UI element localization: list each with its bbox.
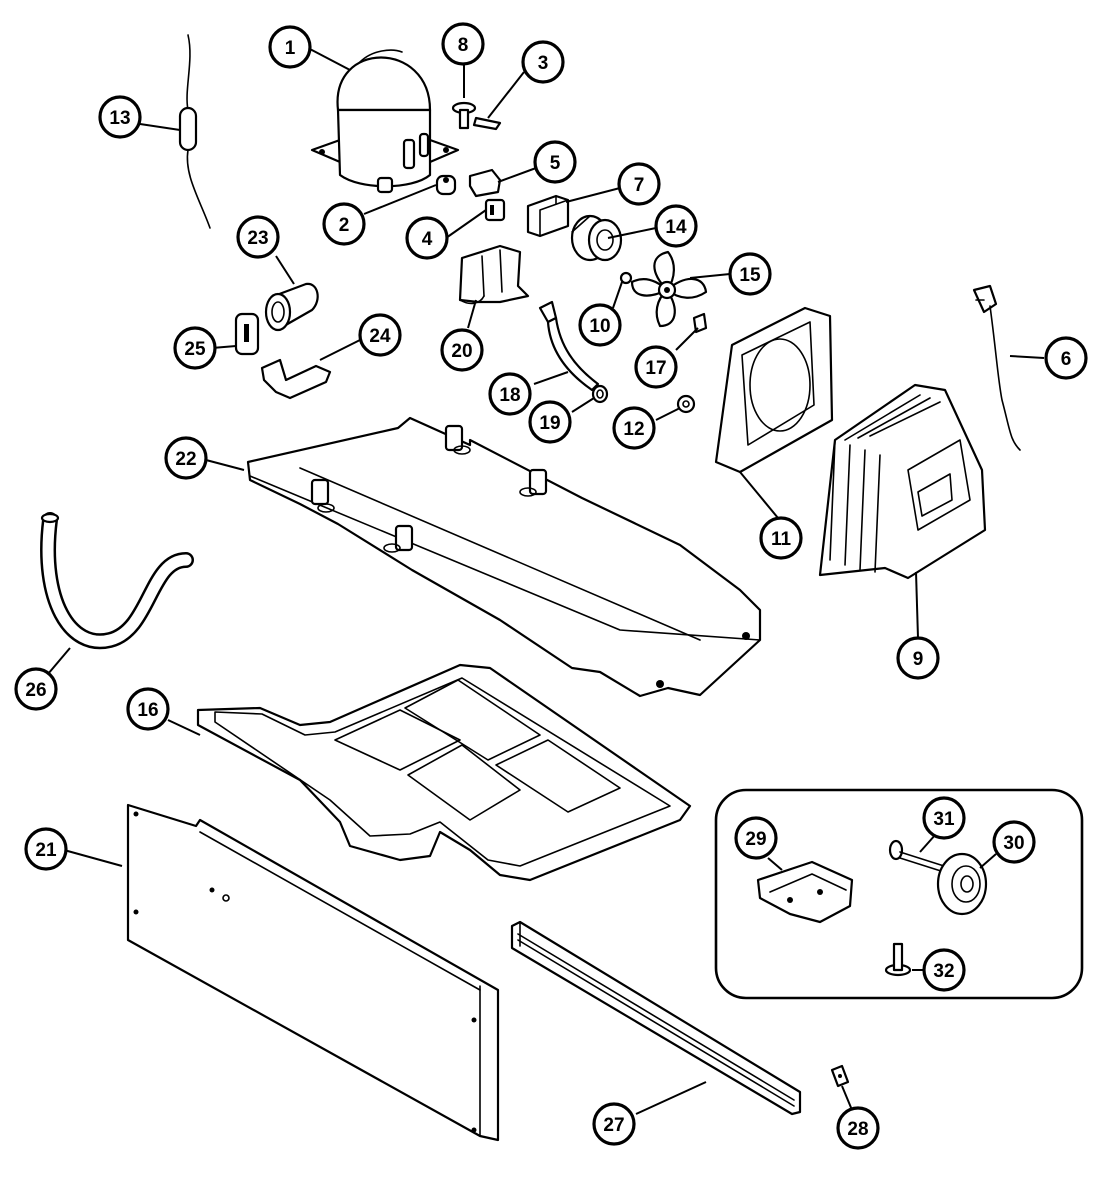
part-drawing-27	[510, 920, 802, 1116]
callout-label-16: 16	[137, 700, 158, 721]
callout-29: 29	[734, 816, 778, 860]
callout-label-27: 27	[603, 1115, 624, 1136]
callout-28: 28	[836, 1106, 880, 1150]
callout-label-11: 11	[771, 529, 792, 550]
callout-label-2: 2	[339, 215, 350, 236]
leader-lines	[47, 47, 1045, 1115]
callout-label-26: 26	[25, 680, 46, 701]
callout-20: 20	[440, 328, 484, 372]
callout-label-14: 14	[665, 217, 687, 238]
callout-label-5: 5	[550, 153, 561, 174]
callout-5: 5	[533, 140, 577, 184]
callout-32: 32	[922, 948, 966, 992]
part-drawing-5	[468, 168, 502, 198]
callout-3: 3	[521, 40, 565, 84]
callout-label-25: 25	[184, 339, 206, 360]
callout-9: 9	[896, 636, 940, 680]
callout-label-19: 19	[539, 413, 560, 434]
callout-26: 26	[14, 667, 58, 711]
part-drawing-16	[196, 663, 692, 882]
part-drawing-26	[40, 512, 194, 650]
callout-4: 4	[405, 216, 449, 260]
callout-label-4: 4	[422, 229, 433, 250]
part-drawing-8	[451, 101, 477, 130]
callout-label-22: 22	[175, 449, 196, 470]
callout-label-31: 31	[933, 809, 955, 830]
callout-label-6: 6	[1061, 349, 1072, 370]
callout-17: 17	[634, 345, 678, 389]
callout-label-23: 23	[247, 228, 268, 249]
part-drawing-17	[692, 312, 708, 334]
callout-8: 8	[441, 22, 485, 66]
callout-label-1: 1	[285, 38, 296, 59]
part-drawing-7	[526, 194, 570, 238]
callout-18: 18	[488, 372, 532, 416]
callout-27: 27	[592, 1102, 636, 1146]
callout-24: 24	[358, 313, 402, 357]
callout-label-13: 13	[109, 108, 130, 129]
callout-label-9: 9	[913, 649, 924, 670]
part-drawing-18	[538, 300, 600, 392]
part-drawing-19	[591, 384, 609, 404]
callout-1: 1	[268, 25, 312, 69]
callout-label-20: 20	[451, 341, 472, 362]
part-drawing-21	[126, 803, 500, 1142]
callout-10: 10	[578, 303, 622, 347]
callout-15: 15	[728, 252, 772, 296]
callout-label-7: 7	[634, 175, 645, 196]
part-drawing-13	[178, 34, 211, 229]
part-drawing-3	[472, 116, 502, 131]
callout-25: 25	[173, 326, 217, 370]
callout-label-8: 8	[458, 35, 469, 56]
part-drawing-22	[246, 416, 762, 698]
part-drawing-11	[714, 306, 834, 474]
part-drawing-4	[484, 198, 506, 222]
part-drawing-28	[830, 1064, 850, 1088]
part-drawing-1	[310, 49, 460, 194]
part-drawing-12	[676, 394, 696, 414]
callout-label-32: 32	[933, 961, 954, 982]
callout-label-24: 24	[369, 326, 391, 347]
callout-31: 31	[922, 796, 966, 840]
callout-2: 2	[322, 202, 366, 246]
callout-label-10: 10	[589, 316, 610, 337]
callout-30: 30	[992, 820, 1036, 864]
part-drawing-25	[234, 312, 260, 356]
callout-6: 6	[1044, 336, 1088, 380]
callout-label-12: 12	[623, 419, 644, 440]
callout-21: 21	[24, 827, 68, 871]
part-drawing-9	[818, 383, 987, 580]
part-drawing-24	[260, 358, 332, 400]
callout-23: 23	[236, 215, 280, 259]
callout-label-21: 21	[35, 840, 57, 861]
callout-16: 16	[126, 687, 170, 731]
part-drawing-10	[619, 271, 633, 285]
callout-13: 13	[98, 95, 142, 139]
part-drawing-15	[630, 250, 708, 328]
part-drawing-23	[264, 282, 319, 332]
callout-label-18: 18	[499, 385, 520, 406]
callout-11: 11	[759, 516, 803, 560]
part-drawing-14	[570, 214, 623, 262]
callout-label-17: 17	[645, 358, 666, 379]
callout-12: 12	[612, 406, 656, 450]
callout-22: 22	[164, 436, 208, 480]
part-drawing-20	[458, 244, 530, 305]
callout-label-3: 3	[538, 53, 549, 74]
callout-label-29: 29	[745, 829, 766, 850]
callout-label-30: 30	[1003, 833, 1024, 854]
callout-14: 14	[654, 204, 698, 248]
part-drawing-6	[972, 284, 1021, 451]
callout-label-15: 15	[739, 265, 761, 286]
part-drawing-2	[435, 174, 457, 196]
callout-7: 7	[617, 162, 661, 206]
callout-label-28: 28	[847, 1119, 868, 1140]
roller-inset	[714, 788, 1084, 1000]
callout-19: 19	[528, 400, 572, 444]
